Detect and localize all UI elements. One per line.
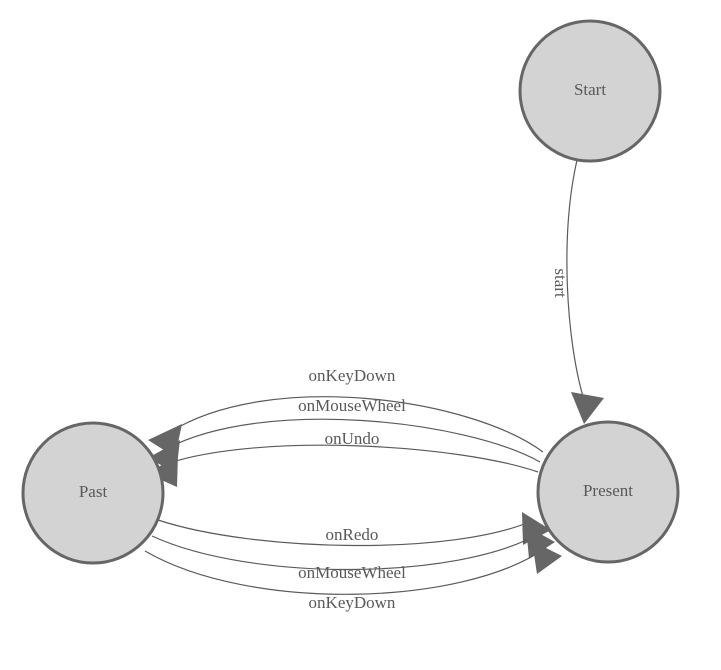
node-present[interactable]: Present bbox=[536, 420, 680, 564]
edge-past-to-present-onkeydown[interactable] bbox=[144, 541, 562, 595]
arrowhead-past-present-3 bbox=[532, 541, 562, 574]
edge-line-past-present-1 bbox=[157, 519, 535, 547]
node-present-circle bbox=[536, 420, 680, 564]
node-past-circle bbox=[21, 421, 165, 565]
node-present-label: Present bbox=[583, 481, 633, 500]
edge-line-past-present-3 bbox=[144, 548, 545, 595]
node-past[interactable]: Past bbox=[21, 421, 165, 565]
node-past-label: Past bbox=[79, 482, 108, 501]
arrowhead-start-present bbox=[571, 392, 604, 424]
node-start[interactable]: Start bbox=[518, 19, 662, 163]
edge-line-start-present bbox=[566, 159, 585, 401]
edge-label-onmousewheel-redo: onMouseWheel bbox=[298, 563, 406, 582]
arrowhead-past-present-2 bbox=[526, 526, 555, 559]
edge-label-onmousewheel-undo: onMouseWheel bbox=[298, 396, 406, 415]
edge-label-onredo: onRedo bbox=[326, 525, 379, 544]
edge-label-onkeydown-redo: onKeyDown bbox=[309, 593, 396, 612]
edge-line-present-past-3 bbox=[165, 444, 539, 473]
arrowhead-present-past-3 bbox=[148, 454, 178, 487]
edge-past-to-present-onmousewheel[interactable] bbox=[151, 526, 555, 571]
edge-line-present-past-1 bbox=[169, 396, 544, 453]
edge-label-start: start bbox=[551, 268, 570, 298]
edge-label-onkeydown-undo: onKeyDown bbox=[309, 366, 396, 385]
edge-line-past-present-2 bbox=[151, 533, 539, 571]
edge-label-onundo: onUndo bbox=[325, 429, 380, 448]
edge-present-to-past-onundo[interactable] bbox=[148, 444, 539, 487]
node-start-label: Start bbox=[574, 80, 606, 99]
edge-line-present-past-2 bbox=[167, 418, 541, 463]
edge-start-to-present[interactable] bbox=[566, 159, 604, 424]
node-start-circle bbox=[518, 19, 662, 163]
